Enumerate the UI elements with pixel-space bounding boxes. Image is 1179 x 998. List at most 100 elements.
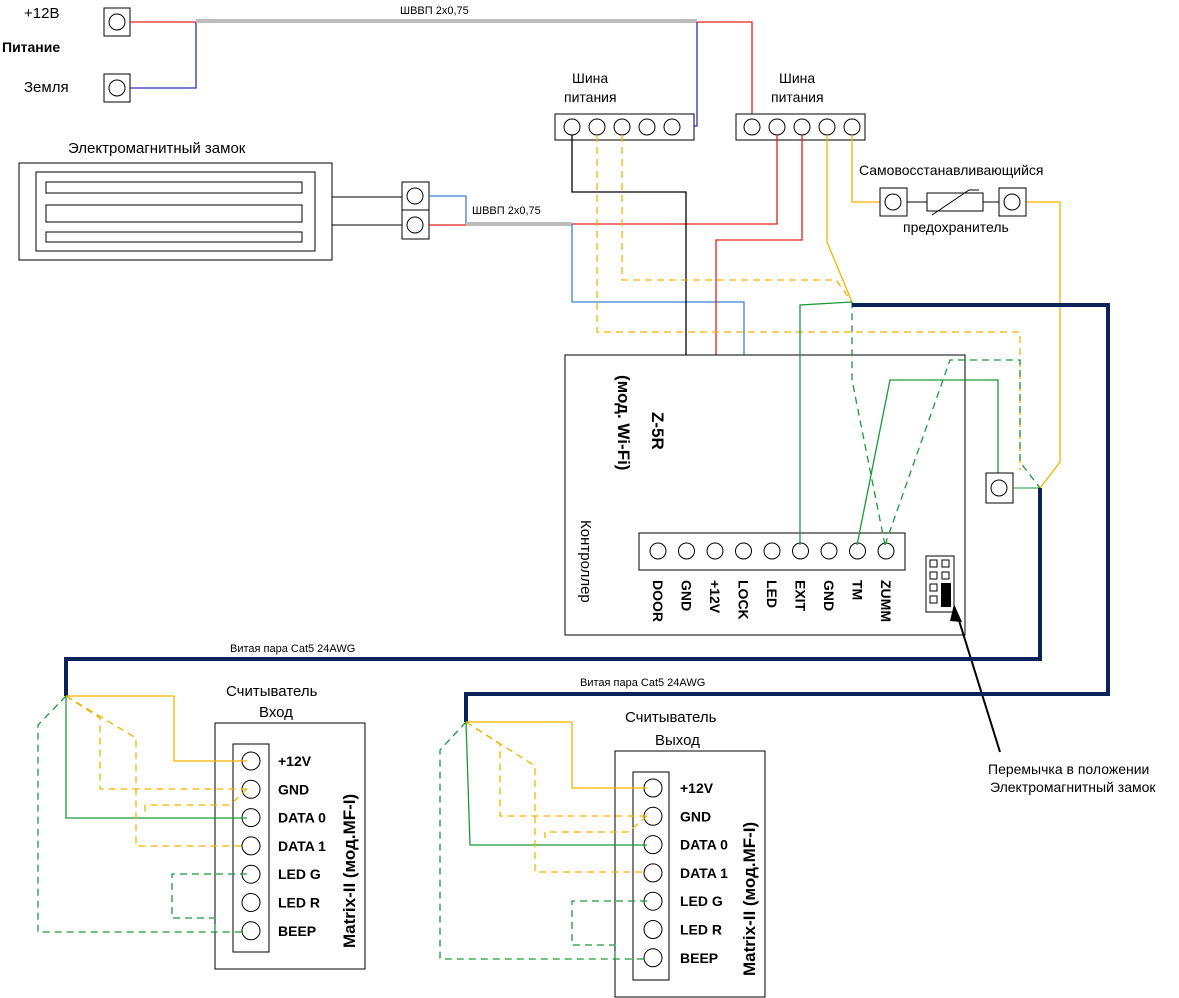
reader-out-model: Matrix-II (мод.MF-I) xyxy=(740,822,759,976)
twisted-pair-cables xyxy=(64,303,1110,722)
bus-left: Шина питания xyxy=(554,70,695,141)
controller-terminal-label-6: GND xyxy=(821,580,837,611)
reader-in-screws xyxy=(241,751,261,941)
reader-in-model: Matrix-II (мод.MF-I) xyxy=(340,794,359,948)
wire-yellow-bus-left-2 xyxy=(621,135,853,303)
wire-rin-gnd xyxy=(65,695,247,790)
cable-cat5-out xyxy=(64,488,1042,696)
wire-rin-data1 xyxy=(65,695,247,847)
bus-left-label-2: питания xyxy=(564,89,617,105)
wire-rout-gnd xyxy=(465,721,647,817)
reader-out-title: Считыватель xyxy=(625,709,717,726)
wire-zumm-green-dashed xyxy=(851,302,886,546)
rin-pin-label-4: LED G xyxy=(278,866,321,882)
controller-terminal-label-8: ZUMM xyxy=(878,580,894,622)
controller-body xyxy=(564,354,966,636)
rin-pin-label-1: GND xyxy=(278,781,309,797)
controller-terminal-label-7: TM xyxy=(850,580,866,600)
controller-terminal-5 xyxy=(792,542,809,560)
wire-rout-led xyxy=(571,900,647,959)
power-plus-screw xyxy=(108,13,126,31)
cable-cat5-in xyxy=(464,303,1110,722)
fuse-screw-right xyxy=(1003,193,1021,211)
controller-terminal-7 xyxy=(849,542,866,560)
wire-yellow-bus-right-1 xyxy=(826,135,853,303)
ext-terminal-screw xyxy=(990,479,1008,497)
rout-pin-label-0: +12V xyxy=(680,780,714,796)
reader-in-terminal-strip xyxy=(232,743,270,953)
controller-terminal-label-5: EXIT xyxy=(793,580,809,612)
jumper-pins xyxy=(929,559,950,604)
power-wires xyxy=(130,19,753,127)
wire-exit-green xyxy=(799,301,853,545)
jumper-arrow-line xyxy=(956,613,1001,753)
rin-pin-label-2: DATA 0 xyxy=(278,810,326,826)
rout-pin-6 xyxy=(643,948,663,968)
controller-terminal-4 xyxy=(763,542,781,560)
rin-pin-label-3: DATA 1 xyxy=(278,838,326,854)
bus-right-label-1: Шина xyxy=(779,70,815,86)
controller-terminal-label-1: GND xyxy=(679,580,695,611)
wire-rin-led xyxy=(171,873,247,932)
rin-pin-label-6: BEEP xyxy=(278,923,316,939)
power-plus-label: +12В xyxy=(24,5,59,22)
fuse-screw-left xyxy=(884,193,902,211)
reader-in-pin-labels: +12V GND DATA 0 DATA 1 LED G LED R BEEP xyxy=(278,753,326,939)
fuse-label-top: Самовосстанавливающийся xyxy=(859,162,1044,178)
wire-lock-blue xyxy=(429,195,467,224)
wire-power-blue-to-bus xyxy=(686,22,698,127)
lock-bar-3 xyxy=(45,231,303,243)
rin-pin-3 xyxy=(241,836,261,856)
controller-terminal-2 xyxy=(706,542,724,560)
cable-twisted-label-2: Витая пара Cat5 24AWG xyxy=(580,677,705,689)
jumper-arrow-head xyxy=(950,604,962,622)
wire-rin-12v xyxy=(66,695,247,762)
lock-terminal-screw-1 xyxy=(406,187,424,205)
lock-bar-1 xyxy=(45,181,303,194)
bus-left-label-1: Шина xyxy=(572,70,608,86)
lock-terminal-screw-2 xyxy=(406,216,424,234)
controller-caption: Контроллер xyxy=(577,520,594,603)
lock-bar-2 xyxy=(45,204,303,223)
wire-power-red-to-bus xyxy=(697,21,753,127)
bus-right: Шина питания xyxy=(735,70,866,141)
rout-pin-label-2: DATA 0 xyxy=(680,837,728,853)
rout-pin-label-6: BEEP xyxy=(680,950,718,966)
controller-variant: (мод. Wi-Fi) xyxy=(614,375,633,470)
wire-rout-data1 xyxy=(465,721,647,873)
bus-left-screws xyxy=(563,118,681,136)
wire-rout-12v xyxy=(466,721,647,789)
power-source: +12В Питание Земля xyxy=(2,5,131,103)
lock-cable-label: ШВВП 2х0,75 xyxy=(472,205,541,217)
jumper-note-line-2: Электромагнитный замок xyxy=(990,779,1156,795)
rin-pin-label-5: LED R xyxy=(278,895,320,911)
wire-yellow-bus-left-1 xyxy=(596,135,1021,470)
reader-in-wires xyxy=(37,695,248,933)
em-lock: Электромагнитный замок xyxy=(18,140,430,261)
controller-terminal-0 xyxy=(649,542,667,560)
wire-zumm-green-dashed-2 xyxy=(884,359,1041,546)
power-ground-label: Земля xyxy=(24,79,69,96)
wire-yellow-fuse-out xyxy=(1012,201,1061,489)
power-title: Питание xyxy=(2,39,60,55)
lock-title: Электромагнитный замок xyxy=(68,140,246,157)
wire-power-blue xyxy=(130,22,197,89)
jumper-note-line-1: Перемычка в положении xyxy=(988,761,1149,777)
rout-pin-label-3: DATA 1 xyxy=(680,865,728,881)
jumper-block xyxy=(925,555,955,613)
rin-pin-label-0: +12V xyxy=(278,753,312,769)
wire-rout-gnd-yellow xyxy=(544,815,648,838)
controller-model: Z-5R xyxy=(648,412,667,450)
fuse-ptc-mark xyxy=(931,189,979,216)
controller-ext-terminal xyxy=(985,472,1040,504)
controller-terminal-3 xyxy=(735,542,752,560)
reader-in-title: Считыватель xyxy=(226,683,318,700)
controller-terminal-label-0: DOOR xyxy=(650,580,666,622)
rout-pin-label-5: LED R xyxy=(680,922,722,938)
